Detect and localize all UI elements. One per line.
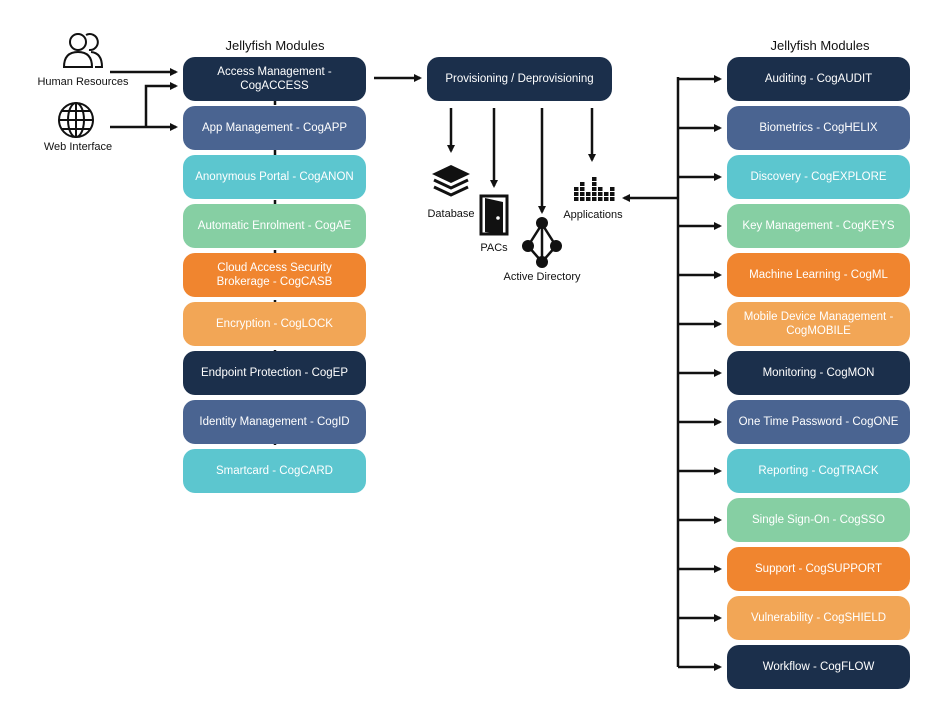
active-directory-label: Active Directory	[503, 271, 581, 283]
module-cogmobile: Mobile Device Management - CogMOBILE	[727, 302, 910, 346]
module-cogcasb: Cloud Access Security Brokerage - CogCAS…	[183, 253, 366, 297]
network-graph-icon	[520, 216, 564, 273]
module-cogsupport: Support - CogSUPPORT	[727, 547, 910, 591]
human-resources-label: Human Resources	[37, 76, 129, 88]
module-cogaccess: Access Management - CogACCESS	[183, 57, 366, 101]
applications-label: Applications	[563, 209, 623, 221]
module-coglock: Encryption - CogLOCK	[183, 302, 366, 346]
database-stack-icon	[430, 163, 472, 204]
module-cogaudit: Auditing - CogAUDIT	[727, 57, 910, 101]
module-coganon: Anonymous Portal - CogANON	[183, 155, 366, 199]
database-label: Database	[427, 208, 475, 220]
module-cogexplore: Discovery - CogEXPLORE	[727, 155, 910, 199]
module-cogflow: Workflow - CogFLOW	[727, 645, 910, 689]
pacs-label: PACs	[480, 242, 508, 254]
module-cogml: Machine Learning - CogML	[727, 253, 910, 297]
module-cogshield: Vulnerability - CogSHIELD	[727, 596, 910, 640]
module-cogapp: App Management - CogAPP	[183, 106, 366, 150]
module-cogtrack: Reporting - CogTRACK	[727, 449, 910, 493]
module-cogmon: Monitoring - CogMON	[727, 351, 910, 395]
module-cogid: Identity Management - CogID	[183, 400, 366, 444]
right-heading: Jellyfish Modules	[770, 38, 870, 53]
globe-icon	[56, 100, 96, 145]
door-icon	[479, 194, 509, 241]
module-cogep: Endpoint Protection - CogEP	[183, 351, 366, 395]
module-coghelix: Biometrics - CogHELIX	[727, 106, 910, 150]
module-cogcard: Smartcard - CogCARD	[183, 449, 366, 493]
module-cogkeys: Key Management - CogKEYS	[727, 204, 910, 248]
module-cogone: One Time Password - CogONE	[727, 400, 910, 444]
left-heading: Jellyfish Modules	[225, 38, 325, 53]
web-branch-arrow	[144, 82, 178, 127]
human-resources-icon	[62, 32, 104, 75]
module-cogsso: Single Sign-On - CogSSO	[727, 498, 910, 542]
module-cogae: Automatic Enrolment - CogAE	[183, 204, 366, 248]
web-interface-label: Web Interface	[43, 141, 113, 153]
applications-grid-icon	[572, 174, 616, 211]
provisioning-box: Provisioning / Deprovisioning	[427, 57, 612, 101]
